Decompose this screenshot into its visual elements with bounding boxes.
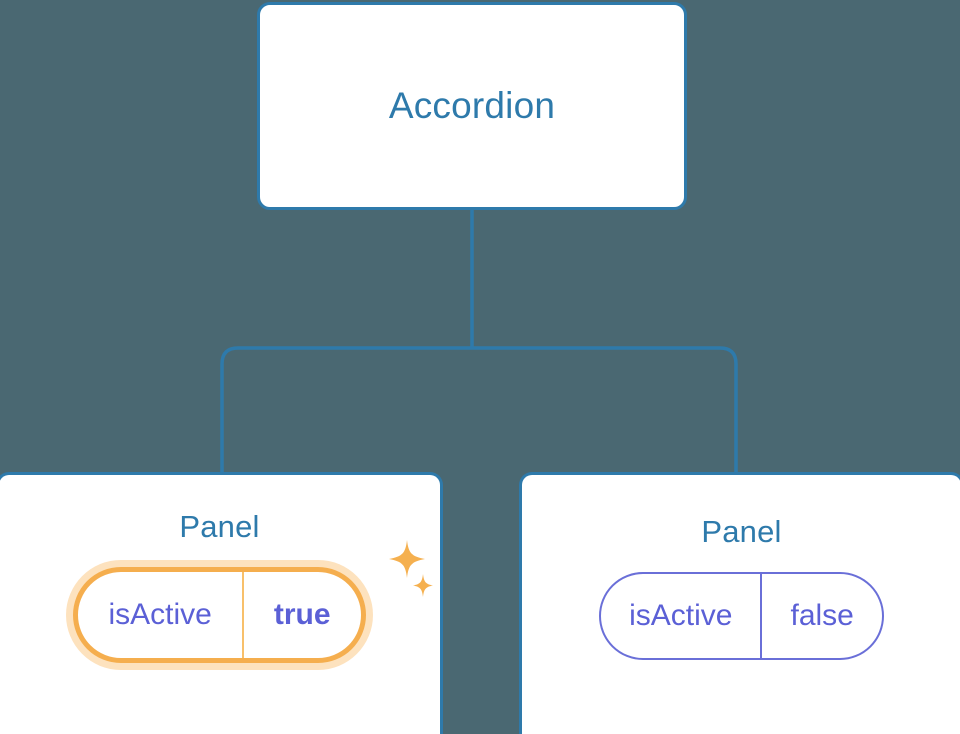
node-panel-active[interactable]: Panel isActive true <box>0 472 443 734</box>
prop-name-isactive: isActive <box>108 598 212 631</box>
prop-row-inactive: isActive false <box>522 572 960 660</box>
node-panel-active-title: Panel <box>179 509 260 544</box>
prop-pill-isactive-false[interactable]: isActive false <box>599 572 884 660</box>
connector-branch <box>220 346 738 472</box>
prop-name-isactive: isActive <box>629 599 733 632</box>
node-accordion[interactable]: Accordion <box>257 2 687 210</box>
node-accordion-title: Accordion <box>388 85 556 126</box>
prop-pill-isactive-true[interactable]: isActive true <box>73 567 366 663</box>
prop-value-true: true <box>241 572 361 658</box>
prop-row-active: isActive true <box>0 567 440 663</box>
node-panel-inactive[interactable]: Panel isActive false <box>519 472 960 734</box>
node-panel-inactive-title: Panel <box>701 514 782 549</box>
prop-value-false: false <box>760 574 881 658</box>
